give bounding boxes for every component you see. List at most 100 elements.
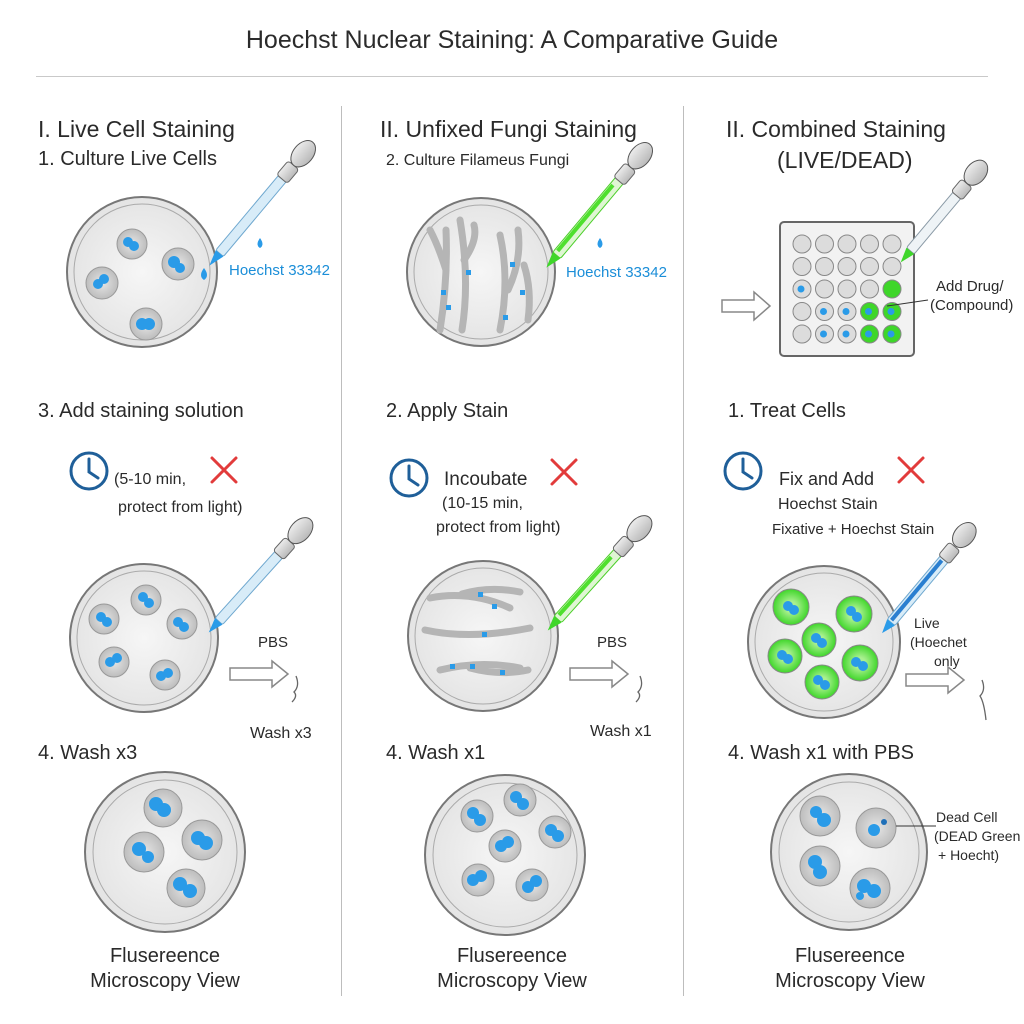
fungal-nucleus (500, 670, 505, 675)
col3-footer: Flusereence Microscopy View (740, 944, 960, 994)
cell (143, 788, 183, 828)
fungal-nucleus (470, 664, 475, 669)
clock-icon (69, 451, 109, 491)
arrow-right-icon (569, 659, 630, 689)
cancel-icon (897, 456, 925, 484)
col1-footer: Flusereence Microscopy View (55, 944, 275, 994)
col2-wash-note: Wash x1 (590, 723, 652, 740)
pipette-icon (882, 522, 977, 634)
col1-step-culture: 1. Culture Live Cells (38, 148, 217, 170)
col3-live-line2: (Hoechet (910, 634, 967, 650)
col1-step-wash: 4. Wash x3 (38, 742, 138, 764)
col2-footer-line1: Flusereence (456, 945, 568, 967)
plate-well (860, 279, 879, 299)
petri-dish-fungi-staining (407, 560, 559, 712)
petri-dish-fungi-culture (406, 197, 556, 347)
well-nucleus (842, 330, 850, 338)
fungal-nucleus (520, 290, 525, 295)
cell (88, 603, 120, 635)
col3-heading-line1: II. Combined Staining (726, 116, 946, 142)
dead-cell (801, 622, 837, 658)
pipette-icon (209, 140, 316, 266)
col1-pbs-label: PBS (258, 634, 289, 651)
cell (130, 584, 162, 616)
plate-well (860, 234, 879, 254)
well-nucleus (820, 308, 827, 315)
col3-dead-line3: + Hoecht) (938, 847, 1000, 863)
well-nucleus (797, 285, 805, 293)
col3-live-line1: Live (914, 615, 940, 631)
fungal-nucleus (492, 604, 497, 609)
cell (181, 819, 223, 861)
petri-dish-staining (69, 563, 219, 713)
fungal-nucleus (478, 592, 483, 597)
arrow-right-icon (229, 659, 290, 689)
well-plate (779, 221, 915, 357)
plate-well (815, 257, 834, 276)
dead-cell (835, 595, 873, 633)
plate-well (882, 279, 902, 299)
cancel-icon (550, 458, 578, 486)
plate-well (815, 234, 834, 254)
cell (460, 799, 494, 833)
clock-icon (389, 458, 429, 498)
stain-drop-icon (597, 238, 603, 248)
leader-line (886, 299, 929, 307)
plate-well (837, 234, 857, 254)
cell (799, 795, 841, 837)
dead-cell (772, 588, 810, 626)
cell (488, 829, 522, 863)
plate-well (815, 279, 834, 299)
cell (161, 247, 195, 281)
plate-well (792, 234, 812, 254)
wash-swirl-icon (291, 675, 299, 703)
plate-well (792, 257, 812, 276)
col2-footer-line2: Microscopy View (437, 970, 587, 992)
cell (515, 868, 549, 902)
col3-dead-line2: (DEAD Green (934, 828, 1021, 844)
col2-stain-label: Hoechst 33342 (566, 264, 667, 281)
cell (149, 659, 181, 691)
cancel-icon (210, 456, 238, 484)
well-nucleus (887, 308, 895, 315)
clock-icon (723, 451, 763, 491)
cell (166, 868, 206, 908)
cell (461, 863, 495, 897)
fungal-nucleus (446, 305, 451, 310)
col3-step-treat: 1. Treat Cells (728, 400, 846, 422)
fungal-nucleus (450, 664, 455, 669)
col3-drug-line1: Add Drug/ (936, 278, 1004, 295)
cell (116, 228, 148, 260)
col2-footer: Flusereence Microscopy View (402, 944, 622, 994)
well-nucleus (842, 308, 850, 315)
fungal-nucleus (503, 315, 508, 320)
plate-well (837, 279, 857, 299)
stain-drop-icon (201, 268, 207, 280)
col2-timer-line2: protect from light) (436, 519, 561, 536)
col3-drug-line2: (Compound) (930, 297, 1014, 314)
col2-timer-line0: Incoubate (444, 469, 528, 490)
cell (166, 608, 198, 640)
cell (849, 867, 891, 909)
fungal-nucleus (482, 632, 487, 637)
fungal-nucleus (510, 262, 515, 267)
pipette-icon (547, 515, 653, 631)
col1-stain-label: Hoechst 33342 (229, 262, 330, 279)
col3-footer-line2: Microscopy View (775, 970, 925, 992)
cell (538, 815, 572, 849)
column-divider-1 (341, 106, 342, 996)
wash-swirl-icon (635, 675, 643, 703)
pipette-icon (546, 142, 653, 268)
pipette-icon (900, 159, 989, 263)
col1-heading: I. Live Cell Staining (38, 116, 235, 142)
column-divider-2 (683, 106, 684, 996)
well-nucleus (865, 308, 872, 315)
petri-dish-live-dead (747, 565, 901, 719)
col3-timer-line1: Fix and Add (779, 469, 875, 489)
well-nucleus (887, 330, 895, 338)
petri-dish-live-dead-fluorescence (770, 773, 928, 931)
col1-timer-line1: (5-10 min, (114, 471, 187, 488)
cell (129, 307, 163, 341)
col1-footer-line2: Microscopy View (90, 970, 240, 992)
